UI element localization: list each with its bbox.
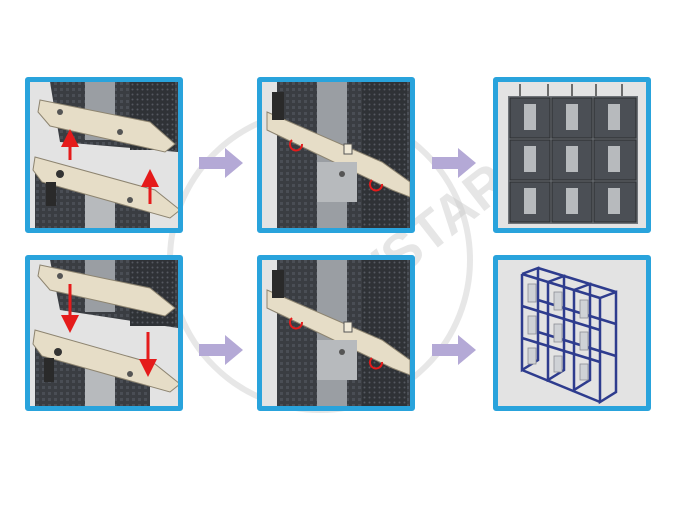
down-arrow-icon (61, 284, 157, 377)
right-arrow-icon (430, 146, 478, 180)
right-arrow-icon (430, 333, 478, 367)
step-panel-rigging-frame (493, 255, 651, 411)
step-panel-joined-lock (257, 77, 415, 233)
step-panel-hanging-wall (493, 77, 651, 233)
right-arrow-icon (197, 146, 245, 180)
step-panel-joined-lock (257, 255, 415, 411)
right-arrow-icon (197, 333, 245, 367)
step-panel-align-lift (25, 77, 183, 233)
up-arrow-icon (61, 129, 159, 204)
step-panel-align-lower (25, 255, 183, 411)
